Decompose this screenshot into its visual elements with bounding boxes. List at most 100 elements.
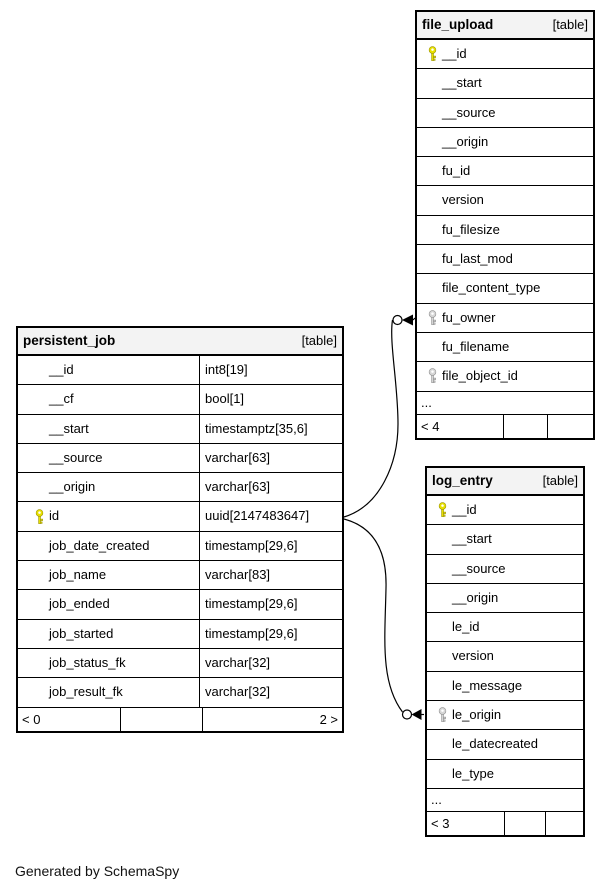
- column-row-fu_owner: fu_owner: [417, 302, 593, 332]
- column-type: varchar[32]: [199, 678, 342, 707]
- degree-mid: [504, 811, 545, 835]
- column-type: int8[19]: [199, 356, 342, 385]
- column-name: job_started: [49, 625, 114, 641]
- column-row-fu_id: fu_id: [417, 156, 593, 185]
- edge-curve: [343, 319, 399, 518]
- column-name: __start: [452, 531, 492, 547]
- degree-in: < 0: [22, 711, 41, 727]
- column-row-__id: __id int8[19]: [18, 356, 342, 385]
- relationship-edge-persistent_job-log_entry: [343, 518, 424, 720]
- column-type: uuid[2147483647]: [199, 502, 342, 531]
- table-title[interactable]: persistent_job: [23, 333, 116, 348]
- fk-key-icon: [428, 310, 436, 325]
- column-name: __start: [49, 420, 89, 436]
- column-row-__id: __id: [417, 40, 593, 68]
- column-type: bool[1]: [199, 385, 342, 414]
- relationship-edge-persistent_job-file_upload: [343, 314, 416, 518]
- column-row-__start: __start: [427, 524, 583, 553]
- column-type: varchar[32]: [199, 648, 342, 678]
- column-row-__start: __start: [417, 68, 593, 97]
- ellipsis-row: ...: [427, 787, 583, 811]
- column-name: fu_filename: [442, 338, 510, 354]
- column-name: version: [442, 192, 484, 208]
- degree-out: [547, 414, 593, 438]
- key-slot: [424, 46, 440, 62]
- column-row-le_id: le_id: [427, 612, 583, 641]
- column-row-__origin: __origin: [417, 126, 593, 156]
- table-entity-persistent-job: persistent_job [table] __id int8[19] __cf b…: [16, 326, 344, 733]
- column-row-__cf: __cf bool[1]: [18, 384, 342, 414]
- column-type: varchar[63]: [199, 443, 342, 473]
- pk-key-icon: [35, 508, 43, 524]
- key-slot: [424, 368, 440, 384]
- column-row-__source: __source: [427, 553, 583, 583]
- cardinality-circle-icon: [401, 709, 413, 720]
- key-slot: [424, 310, 440, 326]
- table-type-badge: [table]: [301, 333, 337, 348]
- column-row-le_type: le_type: [427, 758, 583, 788]
- ellipsis-row: ...: [417, 390, 593, 414]
- column-row-__origin: __origin: [427, 582, 583, 612]
- column-name: __source: [49, 449, 103, 465]
- column-name: file_content_type: [442, 280, 541, 296]
- column-name: __source: [452, 560, 506, 576]
- table-title[interactable]: file_upload: [422, 17, 494, 32]
- column-name: version: [452, 648, 494, 664]
- column-row-file_content_type: file_content_type: [417, 273, 593, 302]
- table-title[interactable]: log_entry: [432, 473, 493, 488]
- column-row-fu_filename: fu_filename: [417, 331, 593, 361]
- column-name: le_datecreated: [452, 736, 539, 752]
- column-name: __id: [452, 502, 477, 517]
- column-name: le_type: [452, 765, 494, 781]
- arrowhead-icon: [402, 314, 413, 326]
- degree-mid: [503, 414, 547, 438]
- key-slot: [434, 502, 450, 518]
- column-row-le_datecreated: le_datecreated: [427, 729, 583, 758]
- degree-row: < 0 2 >: [18, 706, 342, 731]
- column-name: __cf: [49, 391, 74, 407]
- column-row-le_origin: le_origin: [427, 700, 583, 729]
- column-row-version: version: [427, 641, 583, 670]
- table-header: file_upload [table]: [417, 12, 593, 40]
- column-type: timestamptz[35,6]: [199, 414, 342, 443]
- column-row-__source: __source varchar[63]: [18, 442, 342, 473]
- column-name: file_object_id: [442, 368, 518, 384]
- column-row-file_object_id: file_object_id: [417, 361, 593, 390]
- degree-mid: [120, 707, 202, 731]
- table-entity-log-entry: log_entry [table] __id__start__source__o…: [425, 466, 585, 837]
- column-name: __source: [442, 104, 496, 120]
- column-name: job_ended: [49, 596, 110, 612]
- edge-curve: [343, 518, 403, 713]
- degree-in: < 3: [431, 815, 450, 831]
- fk-key-icon: [428, 368, 436, 384]
- column-name: fu_filesize: [442, 221, 500, 237]
- column-type: timestamp[29,6]: [199, 619, 342, 648]
- column-type: timestamp[29,6]: [199, 590, 342, 619]
- column-type: varchar[83]: [199, 561, 342, 590]
- arrowhead-icon: [411, 709, 422, 720]
- column-row-le_message: le_message: [427, 670, 583, 700]
- column-name: le_id: [452, 619, 480, 635]
- table-rows: __id int8[19] __cf bool[1] __start timestampt…: [18, 356, 342, 731]
- column-name: fu_last_mod: [442, 251, 513, 267]
- table-header: persistent_job [table]: [18, 328, 342, 356]
- degree-out: [545, 811, 583, 835]
- column-name: __id: [49, 362, 74, 377]
- fk-key-icon: [438, 707, 446, 723]
- table-type-badge: [table]: [552, 17, 588, 32]
- cardinality-circle-icon: [392, 314, 403, 326]
- degree-out: 2 >: [202, 707, 342, 731]
- key-slot: [31, 508, 47, 525]
- column-name: job_name: [49, 567, 107, 583]
- column-row-__start: __start timestamptz[35,6]: [18, 413, 342, 443]
- column-row-job_ended: job_ended timestamp[29,6]: [18, 589, 342, 619]
- pk-key-icon: [428, 46, 436, 62]
- table-entity-file-upload: file_upload [table] __id__start__source_…: [415, 10, 595, 440]
- degree-row: < 3: [427, 810, 583, 835]
